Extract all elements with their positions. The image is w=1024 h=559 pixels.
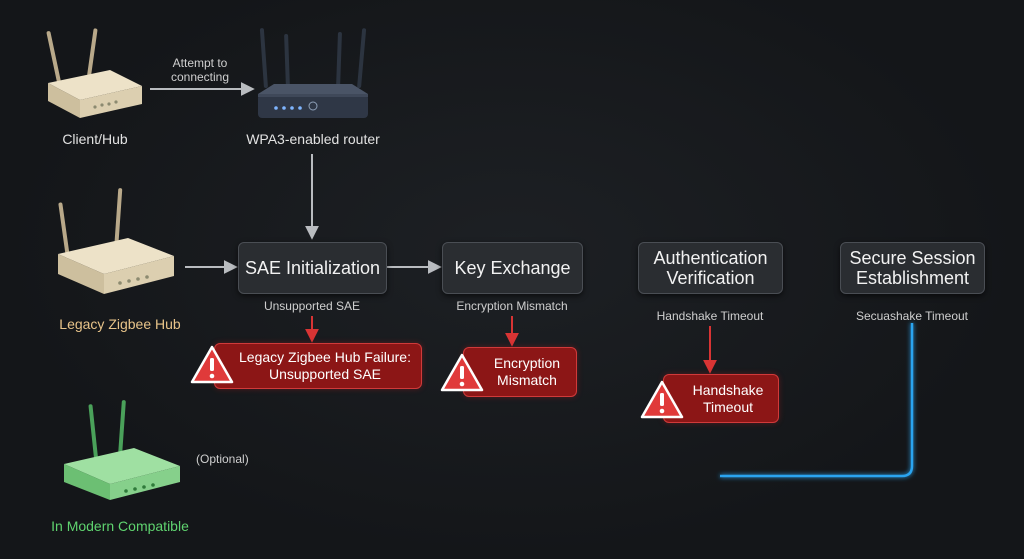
client-hub-router-icon bbox=[46, 28, 142, 118]
error-sae-line1: Legacy Zigbee Hub Failure: bbox=[239, 349, 411, 365]
optional-edge-label: (Optional) bbox=[196, 452, 249, 466]
caption-key-exchange: Encryption Mismatch bbox=[456, 299, 568, 313]
step-secure-line1: Secure Session bbox=[849, 248, 976, 268]
caption-secure: Secuashake Timeout bbox=[855, 309, 969, 323]
modern-compatible-hub-icon bbox=[64, 400, 180, 500]
router-label: WPA3-enabled router bbox=[246, 131, 380, 147]
client-hub-label: Client/Hub bbox=[62, 131, 128, 147]
step-key-exchange: Key Exchange bbox=[442, 242, 583, 294]
error-hs-line1: Handshake bbox=[692, 381, 764, 398]
wpa3-router-icon bbox=[258, 28, 368, 118]
warning-icon bbox=[190, 345, 234, 384]
error-hs-line2: Timeout bbox=[702, 398, 754, 415]
warning-icon bbox=[440, 353, 484, 392]
step-auth-line1: Authentication bbox=[653, 248, 768, 268]
caption-sae: Unsupported SAE bbox=[263, 299, 361, 313]
attempt-line2: connecting bbox=[170, 70, 230, 84]
legacy-zigbee-hub-icon bbox=[58, 188, 174, 294]
warning-icon bbox=[640, 380, 684, 419]
attempt-edge-label: Attempt to connecting bbox=[148, 56, 252, 84]
error-enc-line1: Encryption bbox=[493, 355, 561, 371]
error-sae-failure: Legacy Zigbee Hub Failure: Unsupported S… bbox=[214, 343, 422, 389]
step-sae-label: SAE Initialization bbox=[244, 258, 381, 278]
optional-path-blue bbox=[720, 323, 914, 478]
caption-auth: Handshake Timeout bbox=[656, 309, 764, 323]
step-auth-line2: Verification bbox=[666, 268, 755, 288]
error-enc-line2: Mismatch bbox=[497, 372, 557, 388]
error-handshake-timeout: Handshake Timeout bbox=[663, 374, 779, 423]
step-authentication: Authentication Verification bbox=[638, 242, 783, 294]
attempt-line1: Attempt to bbox=[172, 56, 228, 70]
legacy-hub-label: Legacy Zigbee Hub bbox=[59, 316, 181, 332]
error-sae-line2: Unsupported SAE bbox=[268, 366, 382, 382]
step-secure-line2: Establishment bbox=[855, 268, 970, 288]
modern-hub-label: In Modern Compatible bbox=[51, 518, 189, 534]
step-key-label: Key Exchange bbox=[454, 258, 571, 278]
step-secure-session: Secure Session Establishment bbox=[840, 242, 985, 294]
step-sae-initialization: SAE Initialization bbox=[238, 242, 387, 294]
